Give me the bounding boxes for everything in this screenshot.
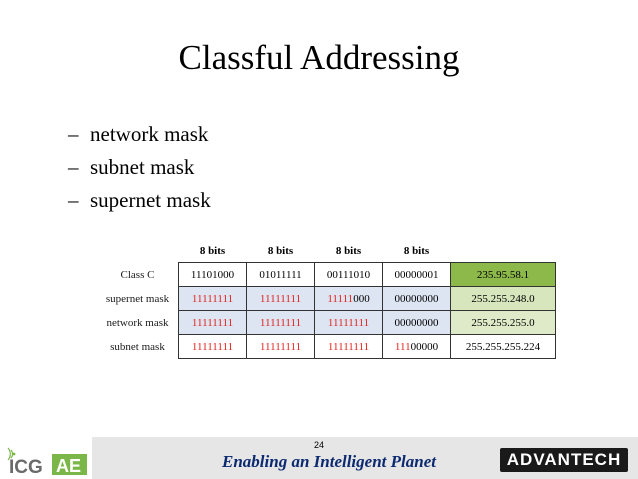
octet-cell: 00000000 (382, 310, 451, 335)
row-label: Class C (120, 268, 155, 281)
advantech-logo: ADVANTECH (500, 448, 628, 472)
octet-cell: 11111111 (314, 310, 383, 335)
row-label: network mask (106, 316, 169, 329)
bullet-text: supernet mask (90, 188, 211, 212)
column-header: 8 bits (335, 244, 362, 257)
slide-title: Classful Addressing (178, 38, 460, 77)
table-row: subnet mask 11111111 11111111 11111111 1… (97, 334, 556, 359)
bullet-network-mask: –network mask (68, 118, 211, 151)
table-header-row: 8 bits 8 bits 8 bits 8 bits (97, 239, 556, 263)
table-row: Class C 11101000 01011111 00111010 00000… (97, 262, 556, 287)
bullet-supernet-mask: –supernet mask (68, 184, 211, 217)
octet-cell: 00000001 (382, 262, 451, 287)
octet-cell: 11111000 (314, 286, 383, 311)
bullet-dash: – (68, 155, 79, 179)
column-header: 8 bits (267, 244, 294, 257)
octet-cell: 11111111 (178, 310, 247, 335)
header-spacer (97, 239, 179, 263)
signal-icon (10, 449, 14, 459)
octet-cell: 11100000 (382, 334, 451, 359)
bullet-text: subnet mask (90, 155, 195, 179)
bullet-dash: – (68, 122, 79, 146)
bullet-dash: – (68, 188, 79, 212)
table-row: network mask 11111111 11111111 11111111 … (97, 310, 556, 335)
column-header: 8 bits (403, 244, 430, 257)
result-cell: 255.255.255.0 (450, 310, 556, 335)
footer-tagline: Enabling an Intelligent Planet (222, 452, 436, 471)
octet-cell: 11111111 (246, 310, 315, 335)
logo-text-icg: ICG (9, 457, 43, 476)
octet-cell: 11111111 (178, 286, 247, 311)
octet-cell: 00000000 (382, 286, 451, 311)
octet-cell: 11111111 (178, 334, 247, 359)
result-cell: 235.95.58.1 (450, 262, 556, 287)
column-header: 8 bits (199, 244, 226, 257)
result-cell: 255.255.255.224 (450, 334, 556, 359)
table-row: supernet mask 11111111 11111111 11111000… (97, 286, 556, 311)
octet-cell: 11111111 (314, 334, 383, 359)
logo-text-ae: AE (56, 456, 81, 476)
row-label: subnet mask (110, 340, 165, 353)
octet-cell: 11111111 (246, 334, 315, 359)
bullet-subnet-mask: –subnet mask (68, 151, 211, 184)
icg-ae-logo: ICG AE (7, 447, 87, 476)
octet-cell: 11101000 (178, 262, 247, 287)
row-label: supernet mask (105, 292, 170, 305)
mask-table: 8 bits 8 bits 8 bits 8 bits Class C 1110… (97, 239, 556, 359)
bullet-text: network mask (90, 122, 209, 146)
header-spacer (450, 239, 556, 263)
result-cell: 255.255.248.0 (450, 286, 556, 311)
octet-cell: 01011111 (246, 262, 315, 287)
page-number: 24 (313, 440, 324, 450)
octet-cell: 00111010 (314, 262, 383, 287)
octet-cell: 11111111 (246, 286, 315, 311)
bullet-list: –network mask –subnet mask –supernet mas… (68, 118, 211, 217)
